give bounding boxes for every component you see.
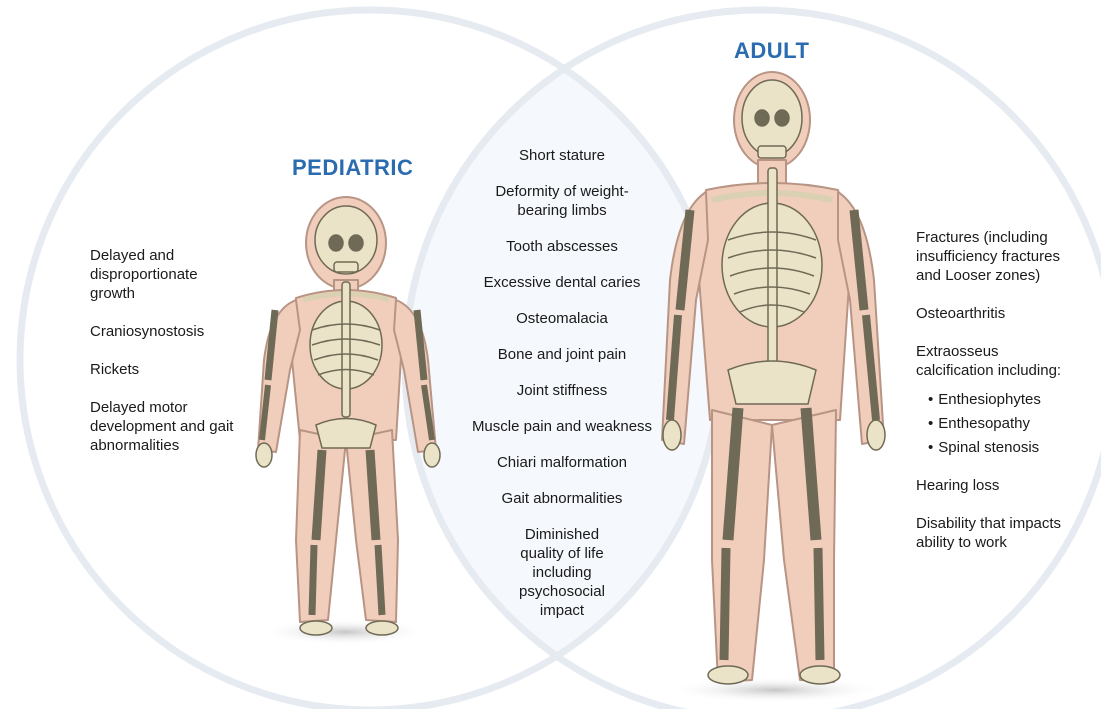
calcification-subitem-label: Enthesiophytes [938,391,1041,408]
pediatric-symptom: Craniosynostosis [90,322,240,341]
pediatric-figure [256,197,440,645]
adult-heading: ADULT [734,38,809,64]
pediatric-ground-shadow [260,619,430,645]
shared-symptom: Deformity of weight-bearing limbs [462,182,662,220]
pediatric-symptom: Delayed and disproportionate growth [90,246,240,303]
adult-symptom: Osteoarthritis [916,304,1076,323]
shared-symptom: Diminished quality of life including psy… [462,525,662,620]
calcification-subitem-label: Enthesopathy [938,415,1030,432]
pediatric-symptom: Delayed motor development and gait abnor… [90,398,240,455]
calcification-subitem: • Spinal stenosis [928,438,1076,457]
adult-symptom: Disability that impacts ability to work [916,514,1076,552]
shared-symptom: Chiari malformation [462,453,662,472]
shared-symptom: Joint stiffness [462,381,662,400]
calcification-subitem: • Enthesopathy [928,414,1076,433]
adult-symptom: Hearing loss [916,476,1076,495]
bullet-icon: • [928,439,933,456]
pediatric-heading: PEDIATRIC [292,155,413,181]
bullet-icon: • [928,391,933,408]
calcification-sublist: • Enthesiophytes • Enthesopathy • Spinal st… [916,390,1076,457]
shared-symptom: Tooth abscesses [462,237,662,256]
adult-symptom: Extraosseus calcification including: [916,342,1076,380]
shared-symptom-list: Short stature Deformity of weight-bearin… [462,146,662,637]
adult-symptom-list: Fractures (including insufficiency fract… [916,228,1076,571]
shared-symptom: Excessive dental caries [462,273,662,292]
shared-symptom: Muscle pain and weakness [462,417,662,436]
shared-symptom: Osteomalacia [462,309,662,328]
bullet-icon: • [928,415,933,432]
calcification-subitem-label: Spinal stenosis [938,439,1039,456]
shared-symptom: Bone and joint pain [462,345,662,364]
adult-ground-shadow [665,677,885,703]
adult-symptom: Fractures (including insufficiency fract… [916,228,1076,285]
pediatric-symptom: Rickets [90,360,240,379]
calcification-subitem: • Enthesiophytes [928,390,1076,409]
shared-symptom: Short stature [462,146,662,165]
pediatric-symptom-list: Delayed and disproportionate growth Cran… [90,246,240,474]
shared-symptom: Gait abnormalities [462,489,662,508]
